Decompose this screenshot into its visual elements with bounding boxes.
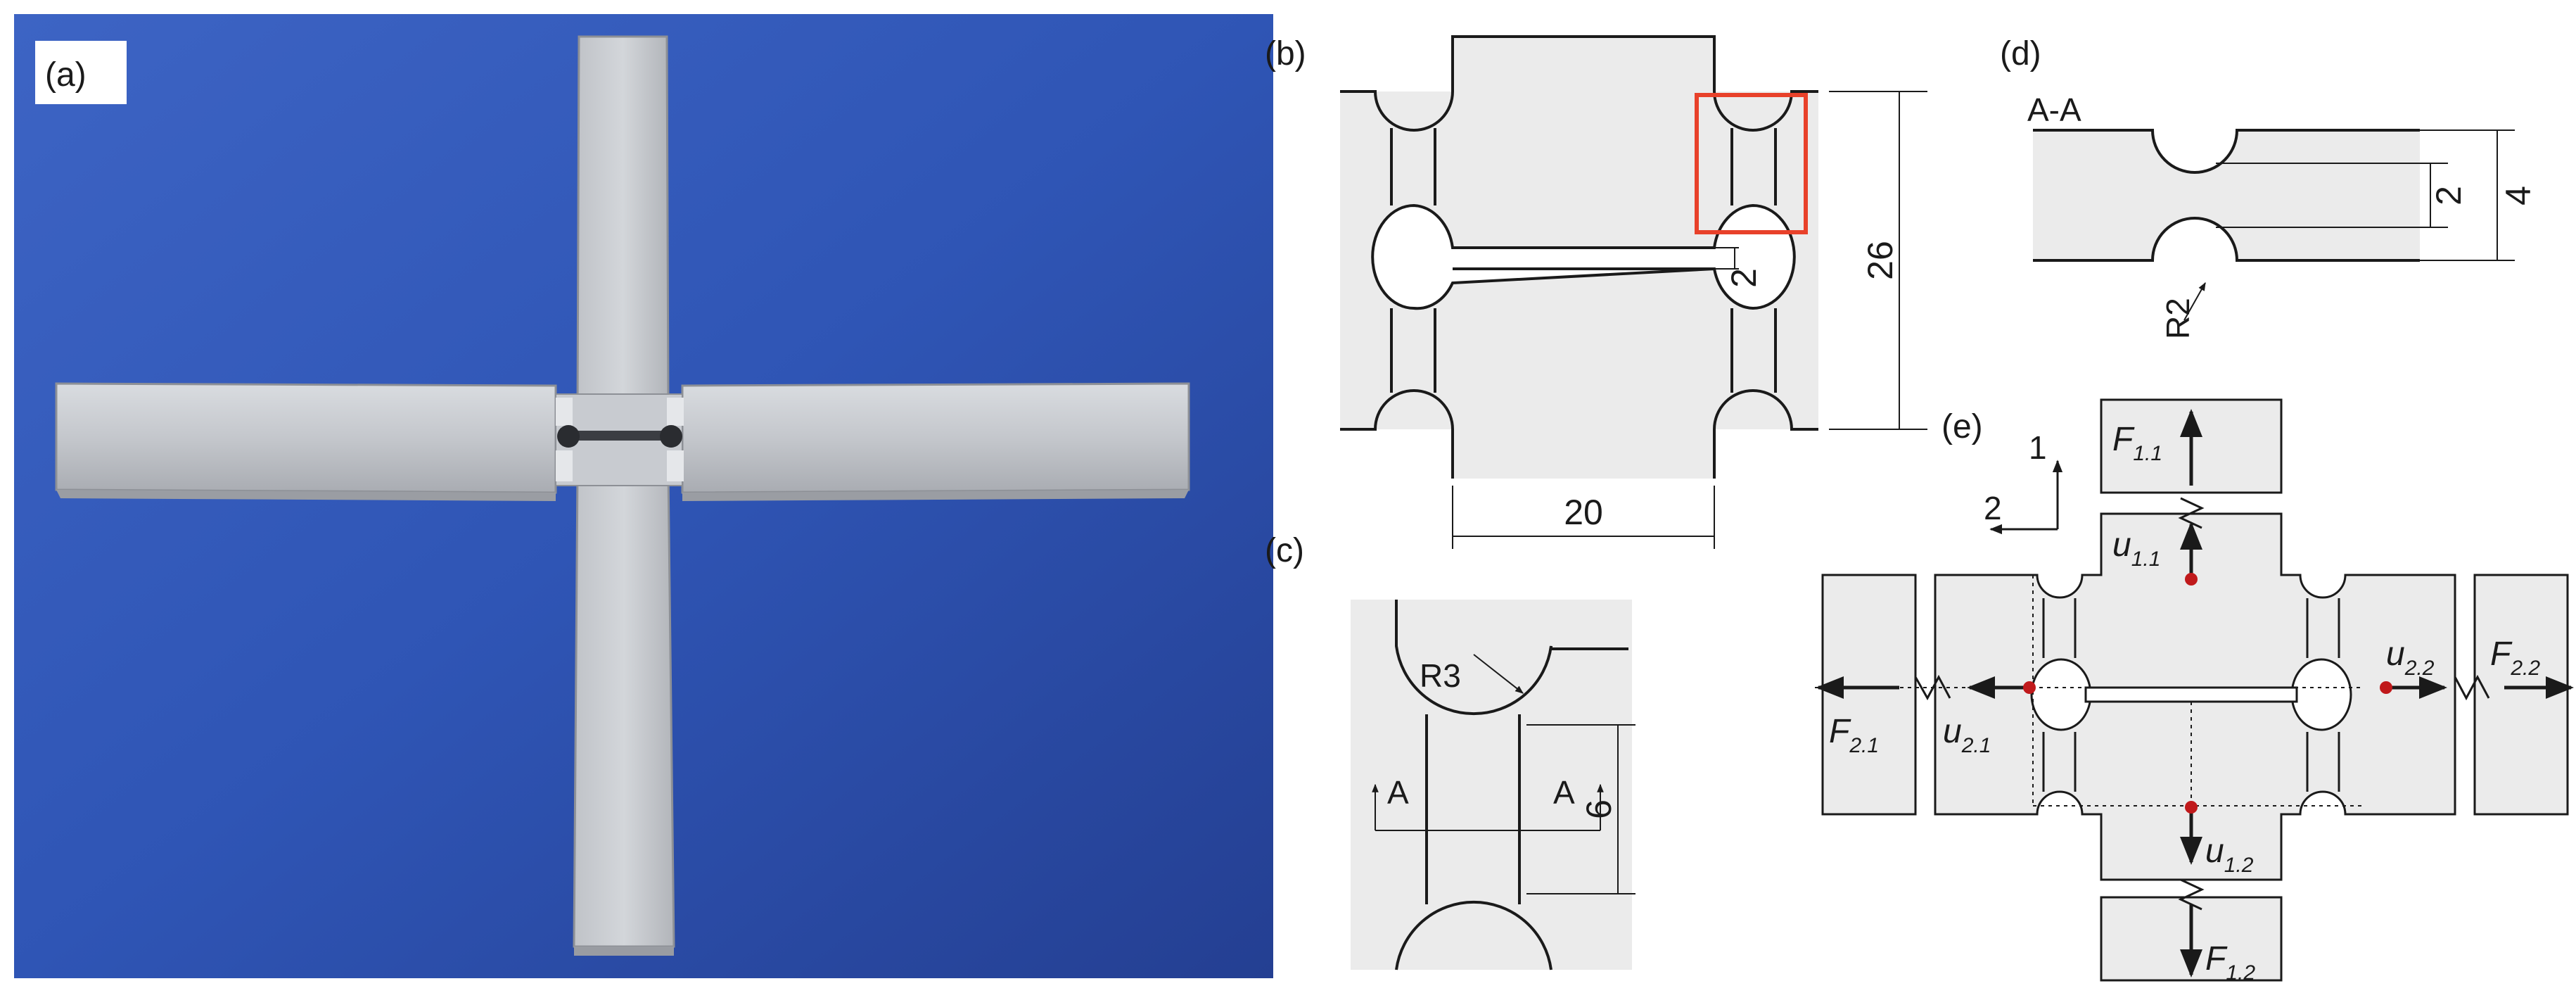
point-u21 bbox=[2023, 681, 2036, 694]
panel-b-height-dimension bbox=[1829, 91, 1927, 430]
panel-d-section-body bbox=[2033, 130, 2420, 260]
panel-b-label: (b) bbox=[1265, 35, 1306, 72]
panel-c-section-line bbox=[1372, 783, 1604, 831]
panel-d-radius-leader bbox=[2183, 282, 2206, 321]
panel-e-axis-1: 1 bbox=[2029, 429, 2047, 466]
label-u22: u2.2 bbox=[2386, 635, 2435, 680]
panel-c-section-right: A bbox=[1553, 774, 1575, 811]
point-u12 bbox=[2185, 801, 2198, 814]
panel-d-section: (d) A-A 2 4 R2 bbox=[2000, 35, 2538, 339]
label-u11: u1.1 bbox=[2112, 526, 2160, 571]
panel-b-dim-height: 26 bbox=[1861, 241, 1900, 280]
panel-c-outline bbox=[1395, 600, 1628, 970]
panel-b-slit-dimension bbox=[1714, 247, 1739, 270]
panel-b-dim-width: 20 bbox=[1564, 493, 1603, 532]
panel-c-detail: (c) A A R3 6 bbox=[1265, 532, 1635, 970]
panel-d-label: (d) bbox=[2000, 35, 2041, 72]
panel-d-section-title: A-A bbox=[2027, 91, 2081, 128]
panel-e-label: (e) bbox=[1941, 408, 1983, 445]
specimen-vertical-arm bbox=[573, 35, 675, 956]
panel-b-drawing: (b) 2 bbox=[1265, 35, 1927, 549]
panel-e-break-symbols bbox=[1914, 497, 2490, 911]
panel-d-dimensions bbox=[2216, 129, 2515, 261]
panel-d-dim-inner: 2 bbox=[2429, 186, 2468, 205]
panel-b-outline bbox=[1340, 35, 1818, 479]
panel-e-webs bbox=[2030, 598, 2352, 792]
panel-e-axes bbox=[1989, 460, 2063, 535]
panel-c-specimen-body bbox=[1351, 600, 1632, 970]
panel-b-dim-slit: 2 bbox=[1724, 268, 1764, 288]
label-F11: F1.1 bbox=[2112, 421, 2162, 465]
label-u21: u2.1 bbox=[1943, 713, 1991, 757]
panel-a-label-box bbox=[35, 41, 127, 104]
grip-right bbox=[2473, 574, 2569, 816]
panel-e-loading-scheme: (e) 1 2 bbox=[1815, 398, 2574, 985]
panel-c-radius-leader bbox=[1473, 654, 1524, 694]
panel-d-dim-outer: 4 bbox=[2499, 186, 2538, 205]
grip-left bbox=[1821, 574, 1917, 816]
panel-e-arrows bbox=[1816, 409, 2574, 978]
panel-c-label: (c) bbox=[1265, 532, 1304, 569]
panel-e-measurement-points bbox=[2023, 573, 2392, 814]
label-u12: u1.2 bbox=[2205, 833, 2254, 877]
panel-a-label: (a) bbox=[45, 56, 87, 94]
specimen-center bbox=[555, 393, 684, 486]
point-u22 bbox=[2380, 681, 2392, 694]
panel-b-width-dimension bbox=[1452, 486, 1715, 549]
label-F21: F2.1 bbox=[1829, 713, 1879, 757]
panel-c-height-dimension bbox=[1526, 724, 1635, 894]
panel-d-radius: R2 bbox=[2160, 298, 2196, 339]
panel-d-outline bbox=[2033, 129, 2420, 262]
label-F22: F2.2 bbox=[2490, 635, 2540, 680]
panel-a-photo: (a) bbox=[14, 14, 1273, 978]
panel-c-radius: R3 bbox=[1420, 657, 1461, 694]
panel-e-grips bbox=[1821, 398, 2569, 982]
label-F12: F1.2 bbox=[2205, 940, 2255, 985]
panel-c-section-left: A bbox=[1387, 774, 1409, 811]
panel-e-reference-lines bbox=[1815, 575, 2364, 807]
panel-e-axis-2: 2 bbox=[1984, 490, 2002, 526]
panel-c-dim-height: 6 bbox=[1579, 799, 1619, 819]
panel-b-highlight-box bbox=[1695, 93, 1808, 234]
specimen-horizontal-arm bbox=[55, 382, 1190, 501]
point-u11 bbox=[2185, 573, 2198, 586]
